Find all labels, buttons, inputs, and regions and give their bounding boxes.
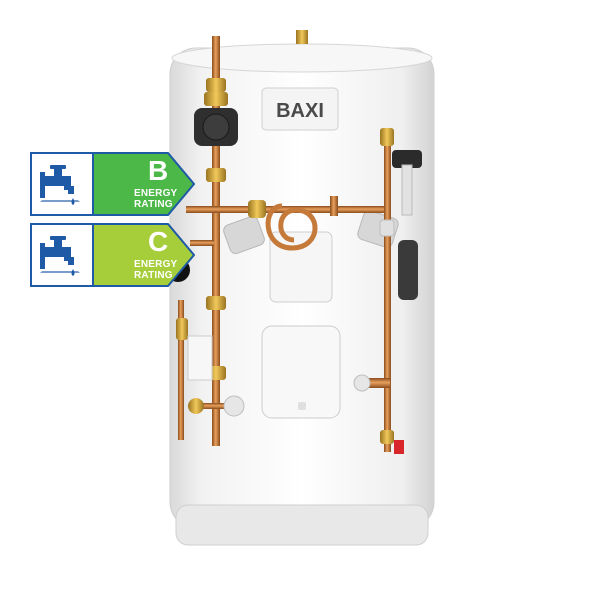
access-panel (261, 325, 341, 419)
brand-logo-text: BAXI (276, 100, 324, 122)
right-pipework (353, 128, 422, 454)
water-tap-icon (40, 236, 80, 276)
energy-label-b: B ENERGY RATING (30, 152, 195, 216)
rating-caption-line1: ENERGY (134, 188, 178, 199)
water-tap-icon (40, 165, 80, 205)
rating-caption-line2: RATING (134, 270, 173, 281)
rating-letter: C (148, 226, 169, 257)
logo-plate: BAXI (261, 87, 339, 131)
energy-label-c: C ENERGY RATING (30, 223, 195, 287)
rating-caption-line2: RATING (134, 199, 173, 210)
circulation-pump (194, 92, 238, 146)
rating-letter: B (148, 155, 169, 186)
coil-pipework (265, 196, 338, 251)
rating-caption-line1: ENERGY (134, 259, 178, 270)
